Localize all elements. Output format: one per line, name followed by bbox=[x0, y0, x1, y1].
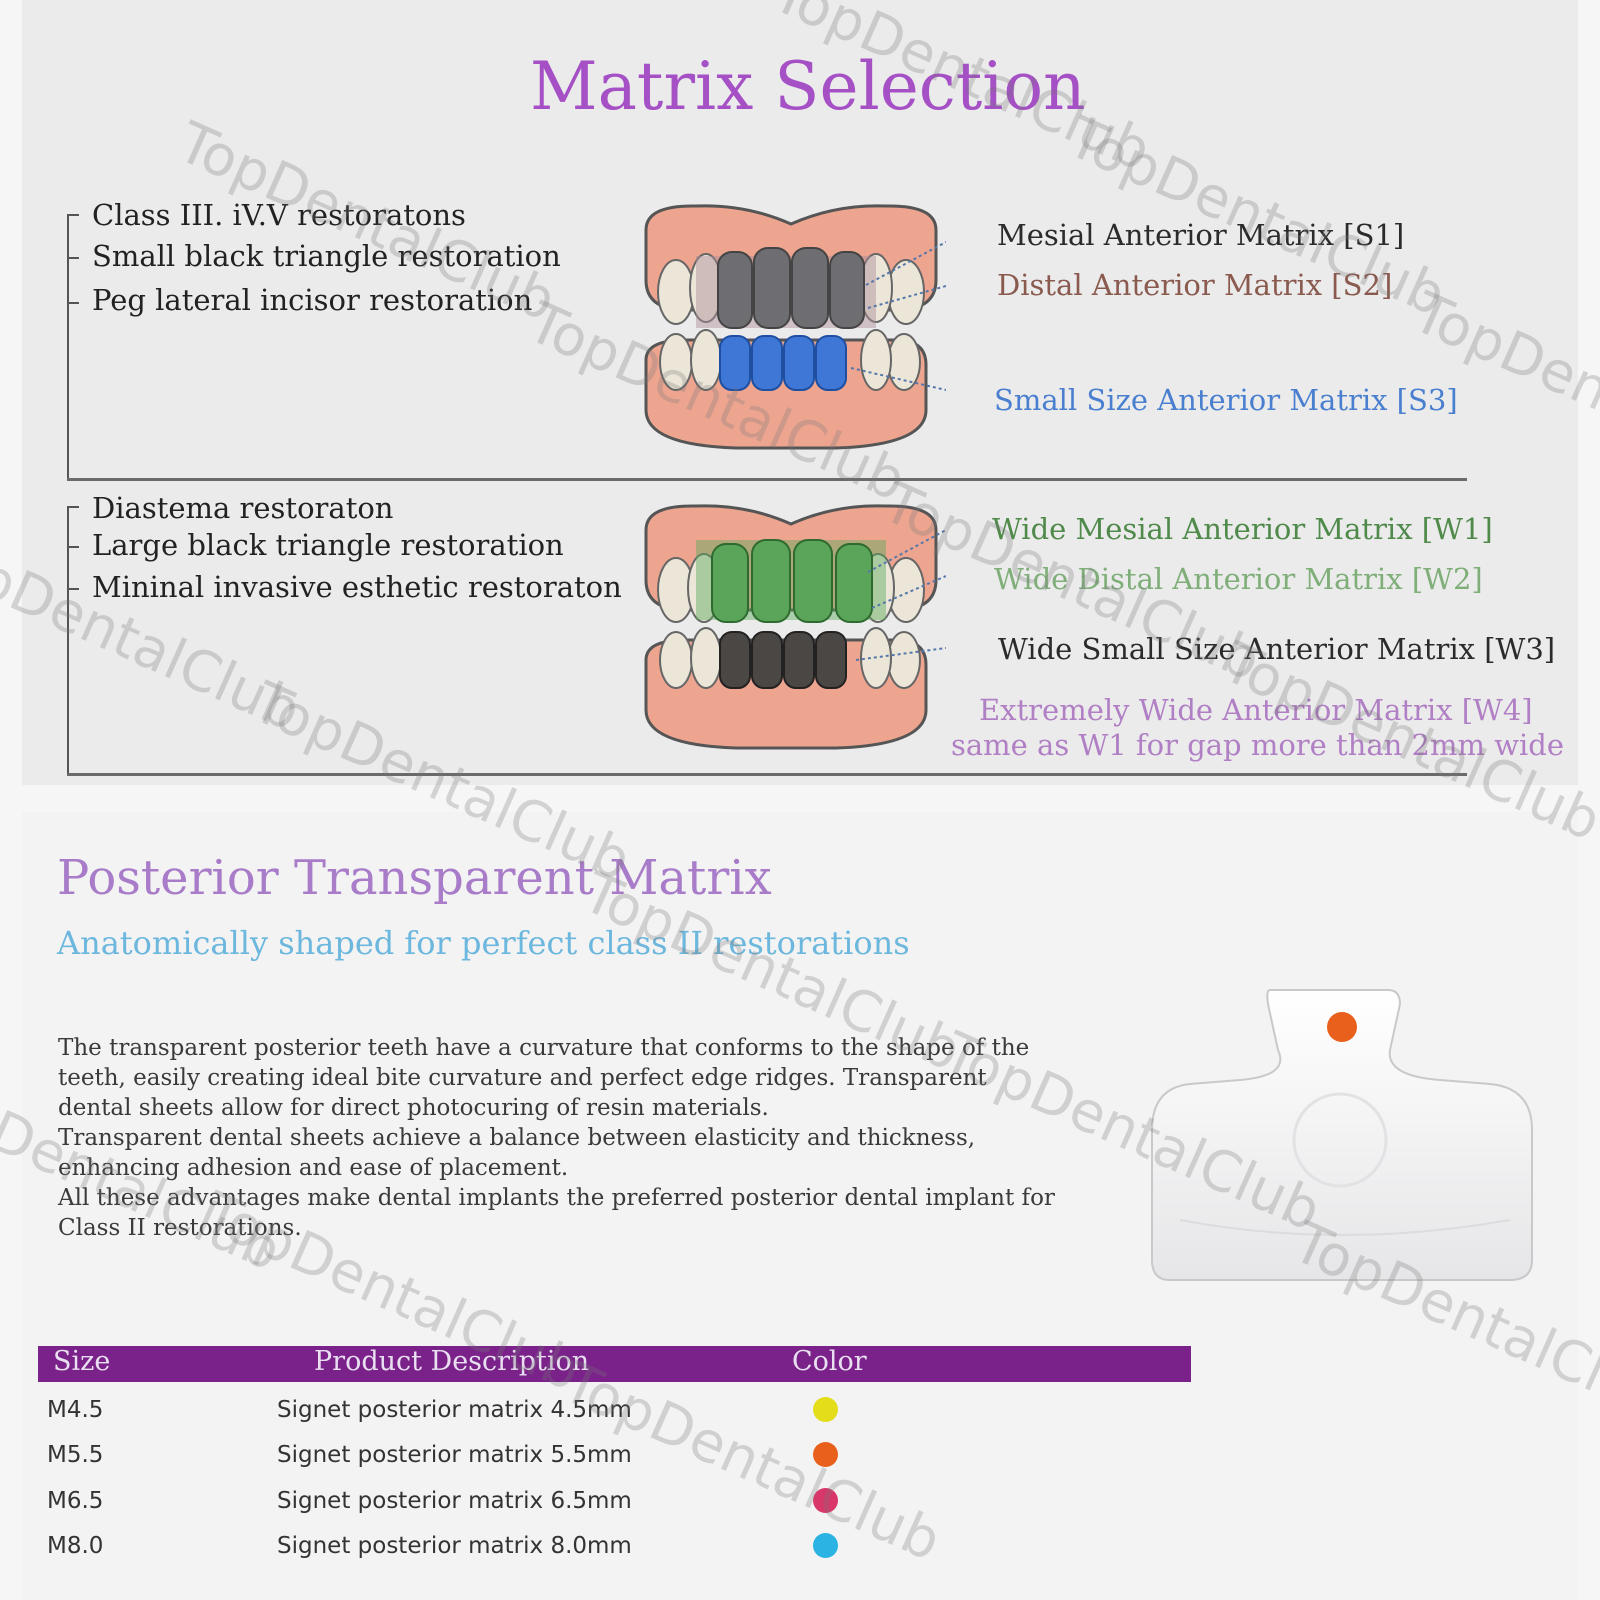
row-3-color-dot bbox=[813, 1488, 838, 1513]
teeth-illustration-wide bbox=[644, 504, 946, 750]
matrix-band-image bbox=[1151, 989, 1533, 1281]
row-4-desc: Signet posterior matrix 8.0mm bbox=[277, 1533, 632, 1559]
posterior-description: The transparent posterior teeth have a c… bbox=[58, 1033, 1058, 1243]
col-header-color: Color bbox=[792, 1346, 867, 1377]
section-divider bbox=[67, 478, 1467, 481]
page-title: Matrix Selection bbox=[530, 48, 1086, 125]
label-w3: Wide Small Size Anterior Matrix [W3] bbox=[998, 632, 1556, 666]
label-w2: Wide Distal Anterior Matrix [W2] bbox=[994, 562, 1483, 596]
group2-bracket bbox=[67, 506, 69, 774]
group1-use-1: Class III. iV.V restoratons bbox=[92, 198, 466, 232]
row-1-size: M4.5 bbox=[47, 1397, 104, 1423]
col-header-description: Product Description bbox=[314, 1346, 590, 1377]
group2-use-1: Diastema restoraton bbox=[92, 491, 394, 525]
label-w4: Extremely Wide Anterior Matrix [W4] bbox=[979, 693, 1533, 727]
posterior-title: Posterior Transparent Matrix bbox=[57, 850, 772, 906]
group2-use-2: Large black triangle restoration bbox=[92, 528, 564, 562]
bracket-tick bbox=[67, 257, 79, 259]
label-w1: Wide Mesial Anterior Matrix [W1] bbox=[992, 512, 1493, 546]
row-4-color-dot bbox=[813, 1533, 838, 1558]
matrix-band-marker-dot bbox=[1327, 1012, 1357, 1042]
row-2-desc: Signet posterior matrix 5.5mm bbox=[277, 1442, 632, 1468]
group1-use-2: Small black triangle restoration bbox=[92, 239, 561, 273]
description-paragraph: All these advantages make dental implant… bbox=[58, 1185, 1055, 1241]
bracket-tick bbox=[67, 214, 79, 216]
row-2-size: M5.5 bbox=[47, 1442, 104, 1468]
row-3-desc: Signet posterior matrix 6.5mm bbox=[277, 1488, 632, 1514]
label-s3: Small Size Anterior Matrix [S3] bbox=[994, 383, 1458, 417]
row-1-desc: Signet posterior matrix 4.5mm bbox=[277, 1397, 632, 1423]
group2-use-3: Mininal invasive esthetic restoraton bbox=[92, 570, 622, 604]
label-w4-note: same as W1 for gap more than 2mm wide bbox=[951, 728, 1565, 762]
posterior-subtitle: Anatomically shaped for perfect class II… bbox=[57, 924, 910, 962]
col-header-size: Size bbox=[53, 1346, 111, 1377]
row-4-size: M8.0 bbox=[47, 1533, 104, 1559]
bracket-tick bbox=[67, 302, 79, 304]
group1-bracket bbox=[67, 214, 69, 479]
teeth-illustration-small bbox=[644, 204, 946, 450]
bracket-tick bbox=[67, 588, 79, 590]
description-paragraph: Transparent dental sheets achieve a bala… bbox=[58, 1125, 976, 1181]
row-2-color-dot bbox=[813, 1442, 838, 1467]
row-3-size: M6.5 bbox=[47, 1488, 104, 1514]
table-header-bar bbox=[38, 1346, 1191, 1382]
bracket-tick bbox=[67, 506, 79, 508]
section-bottom-line bbox=[67, 773, 1467, 776]
label-s2: Distal Anterior Matrix [S2] bbox=[997, 268, 1393, 302]
bracket-tick bbox=[67, 546, 79, 548]
row-1-color-dot bbox=[813, 1397, 838, 1422]
description-paragraph: The transparent posterior teeth have a c… bbox=[58, 1035, 1030, 1121]
group1-use-3: Peg lateral incisor restoration bbox=[92, 283, 533, 317]
label-s1: Mesial Anterior Matrix [S1] bbox=[997, 218, 1405, 252]
